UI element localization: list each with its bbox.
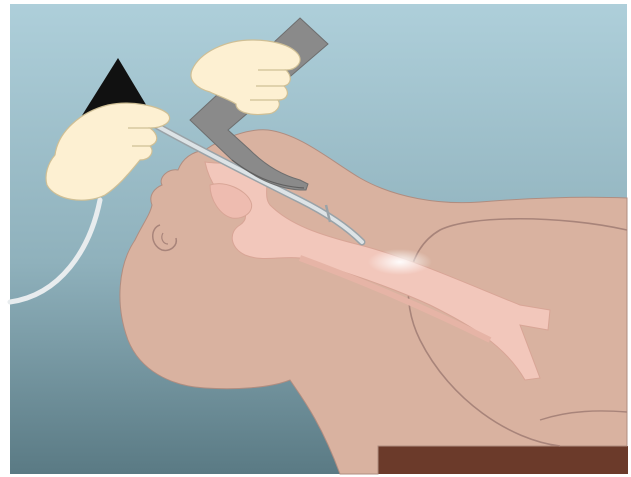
scope-light-glow	[368, 249, 432, 275]
table	[378, 446, 628, 474]
